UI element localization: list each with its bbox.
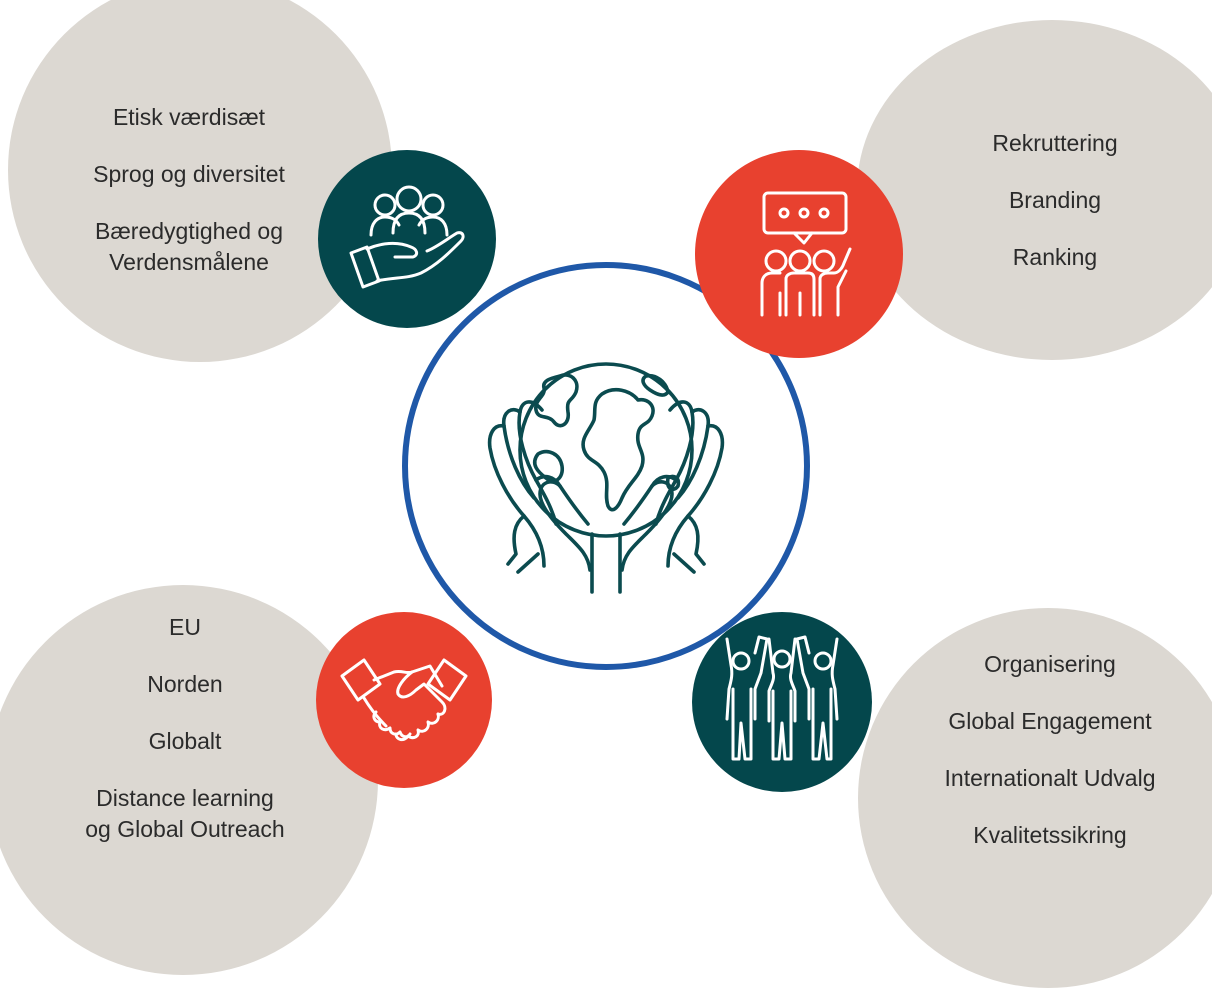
list-item: EU — [169, 613, 201, 640]
icon-circle-top-left — [318, 150, 496, 328]
bubble-bottom-left — [0, 585, 378, 975]
top-right-list: Rekruttering Branding Ranking — [930, 120, 1180, 280]
list-item: Branding — [1008, 186, 1102, 213]
bottom-right-list: Organisering Global Engagement Internati… — [900, 651, 1200, 848]
list-item: og Global Outreach — [85, 815, 285, 842]
list-item: Globalt — [148, 727, 222, 754]
icon-circle-bottom-right — [692, 612, 872, 792]
list-item: Etisk værdisæt — [112, 104, 266, 130]
hands-holding-globe-icon — [442, 302, 770, 635]
group-speech-bubble-icon — [760, 191, 852, 317]
bubble-top-right — [857, 20, 1212, 360]
list-item: Kvalitetssikring — [973, 822, 1127, 848]
bubble-bottom-right — [858, 608, 1212, 988]
icon-circle-bottom-left — [316, 612, 492, 788]
list-item: Internationalt Udvalg — [944, 765, 1156, 791]
bottom-left-list: EU Norden Globalt Distance learning og G… — [40, 614, 330, 842]
icon-circle-top-right — [695, 150, 903, 358]
list-item: Norden — [147, 670, 223, 697]
hand-holding-people-icon — [349, 185, 465, 289]
list-item: Organisering — [984, 651, 1116, 677]
list-item: Bæredygtighed og — [95, 218, 283, 244]
raised-hands-people-icon — [725, 635, 839, 761]
list-item: Ranking — [1012, 243, 1098, 270]
list-item: Rekruttering — [992, 129, 1118, 156]
list-item: Global Engagement — [948, 708, 1152, 734]
top-left-list: Etisk værdisæt Sprog og diversitet Bæred… — [44, 90, 334, 290]
handshake-icon — [340, 658, 468, 742]
bubble-top-left — [8, 0, 392, 362]
list-item: Sprog og diversitet — [93, 161, 285, 187]
list-item: Verdensmålene — [109, 249, 269, 275]
list-item: Distance learning — [96, 784, 274, 811]
